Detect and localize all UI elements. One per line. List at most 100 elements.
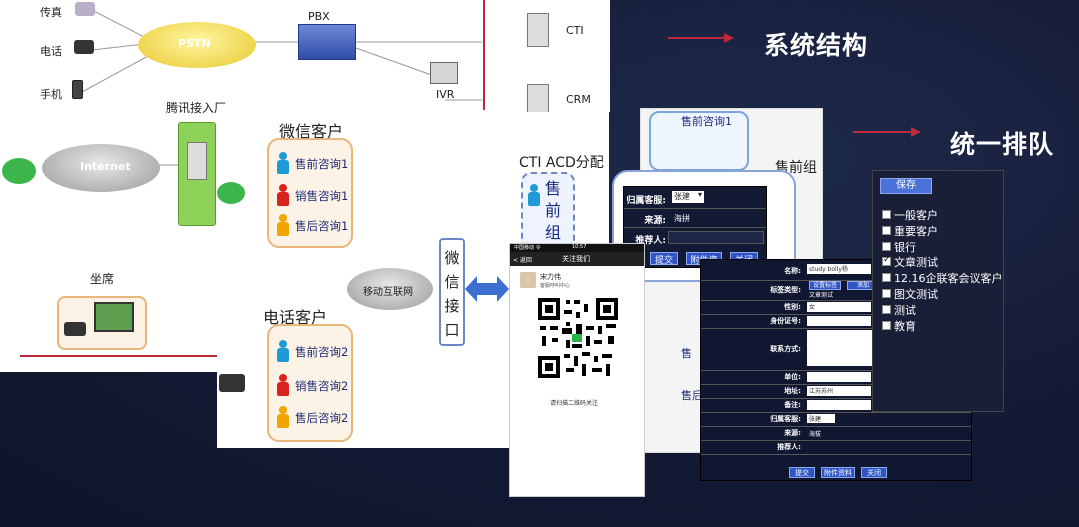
- right-top-box-label: 售前咨询1: [681, 115, 732, 128]
- form-label: 归属客服:: [770, 415, 801, 423]
- fax-icon: [75, 2, 95, 16]
- ivr-label: IVR: [436, 88, 455, 101]
- form-label: 地址:: [784, 387, 801, 395]
- mobile-net-cloud: [347, 268, 433, 310]
- tag-checkbox-label: 银行: [894, 240, 916, 254]
- phone-screen: 中国移动 令 10:57 < 返回 关注我们 宋力伟 客服呼叫中心 请扫描二维码…: [509, 243, 645, 497]
- form-close-button[interactable]: 关闭: [861, 467, 887, 478]
- tag-checkbox-label: 一般客户: [894, 209, 938, 222]
- mobile-label: 手机: [40, 88, 62, 101]
- form-input[interactable]: 女: [807, 302, 871, 312]
- phone-customer-title: 电话客户: [263, 308, 328, 327]
- tag-checkbox-label: 12.16企联客会议客户: [894, 272, 1003, 286]
- form-input[interactable]: [807, 372, 871, 382]
- person-yellow-icon: [277, 214, 289, 236]
- popup-owner-select[interactable]: 张建 ▾: [672, 190, 704, 203]
- tag-checkbox[interactable]: [882, 304, 891, 314]
- popup-label-referrer: 推荐人:: [635, 236, 666, 246]
- phone-back-button[interactable]: < 返回: [513, 257, 532, 264]
- phone-item-3: 售后咨询2: [295, 411, 349, 425]
- form-input[interactable]: 江苏苏州: [807, 386, 871, 396]
- form-input[interactable]: study bolly杨: [807, 264, 871, 274]
- tag-value: 文章测试: [809, 292, 834, 299]
- chevron-down-icon: ▾: [697, 190, 702, 199]
- right-mid-box-a: 售: [681, 347, 692, 360]
- form-label: 推荐人:: [777, 443, 801, 451]
- wechat-port-box: [439, 238, 465, 346]
- phone-title: 关注我们: [562, 255, 590, 263]
- form-label: 单位:: [784, 373, 801, 381]
- wechat-item-3: 售后咨询1: [295, 219, 349, 233]
- phone-item-1: 售前咨询2: [295, 345, 349, 359]
- phone-label: 电话: [40, 45, 62, 58]
- wechat-icon-2: [217, 182, 245, 204]
- owner-select[interactable]: 张建: [807, 414, 835, 423]
- internet-cloud: [42, 144, 160, 192]
- popup-submit-button[interactable]: 提交: [650, 252, 678, 266]
- tag-checkbox[interactable]: [882, 255, 891, 267]
- tag-checkbox[interactable]: [882, 241, 891, 251]
- tag-checkbox[interactable]: [882, 273, 891, 283]
- popup-label-owner: 归属客服:: [626, 196, 666, 206]
- tag-checkbox[interactable]: [882, 225, 891, 235]
- acd-box-label: 售前组: [545, 179, 562, 242]
- person-red-icon-2: [277, 374, 289, 396]
- right-top-box: [649, 111, 749, 171]
- phone-status-time: 10:57: [572, 244, 587, 250]
- phone-name: 宋力伟: [540, 273, 561, 281]
- form-input[interactable]: [807, 316, 871, 326]
- wechat-icon: [2, 158, 36, 184]
- tag-checkbox[interactable]: [882, 210, 891, 219]
- tag-checkbox-label: 图文测试: [894, 288, 938, 301]
- acd-box: [521, 172, 575, 256]
- tag-checkbox[interactable]: [882, 289, 891, 298]
- arrow-unified-queue: [853, 127, 933, 141]
- ivr-icon: [430, 62, 458, 84]
- wechat-item-2: 销售咨询1: [295, 189, 349, 203]
- person-red-icon: [277, 184, 289, 206]
- form-attach-button[interactable]: 附件资料: [821, 467, 855, 478]
- phone-caption: 请扫描二维码关注: [550, 400, 599, 407]
- mobile-net-label: 移动互联网: [363, 287, 413, 298]
- phone-status-left: 中国移动 令: [514, 245, 541, 251]
- save-button[interactable]: 保存: [880, 178, 932, 194]
- wechat-port-label: 微信接口: [444, 249, 460, 339]
- form-label: 联系方式:: [770, 345, 801, 353]
- seat-label: 坐席: [90, 272, 115, 286]
- popup-referrer-input[interactable]: [668, 231, 764, 244]
- right-mid-box-b: 售后: [681, 389, 703, 402]
- popup-form: 归属客服: 张建▾ 来源: 海拼 推荐人: 提交 附件资料 关闭: [623, 186, 767, 279]
- mobile-icon: [72, 80, 83, 99]
- tag-checkbox-label: 测试: [894, 303, 916, 317]
- arrow-system-structure: [668, 33, 868, 53]
- person-blue-icon-3: [528, 184, 540, 206]
- tencent-label: 腾讯接入厂: [166, 101, 227, 115]
- person-blue-icon: [277, 152, 289, 174]
- pbx-label: PBX: [308, 10, 330, 23]
- form-submit-button[interactable]: 提交: [789, 467, 815, 478]
- tag-checkbox-label: 教育: [894, 319, 916, 333]
- tag-button[interactable]: 设置标签: [809, 281, 841, 290]
- phone-item-2: 销售咨询2: [295, 379, 349, 393]
- wechat-customer-title: 微信客户: [279, 122, 344, 141]
- desk-phone-icon: [219, 374, 245, 392]
- form-input[interactable]: [807, 330, 873, 366]
- acd-label: CTI ACD分配: [519, 155, 604, 171]
- form-label: 备注:: [784, 401, 801, 409]
- phone-avatar: [520, 272, 536, 288]
- person-blue-icon-2: [277, 340, 289, 362]
- popup-owner-value: 张建: [674, 192, 690, 201]
- server-icon: [187, 142, 207, 180]
- popup-label-source: 来源:: [644, 216, 666, 226]
- form-value: 海拔: [809, 431, 822, 438]
- wechat-item-1: 售前咨询1: [295, 157, 349, 171]
- form-label: 性别:: [784, 303, 801, 311]
- form-label: 名称:: [784, 267, 801, 275]
- form-input[interactable]: [807, 400, 871, 410]
- seat-phone-icon: [64, 322, 86, 336]
- phone-nav-bar: [510, 252, 644, 266]
- pstn-label: PSTN: [178, 37, 211, 50]
- pbx-icon: [298, 24, 356, 60]
- tag-checkbox[interactable]: [882, 320, 891, 330]
